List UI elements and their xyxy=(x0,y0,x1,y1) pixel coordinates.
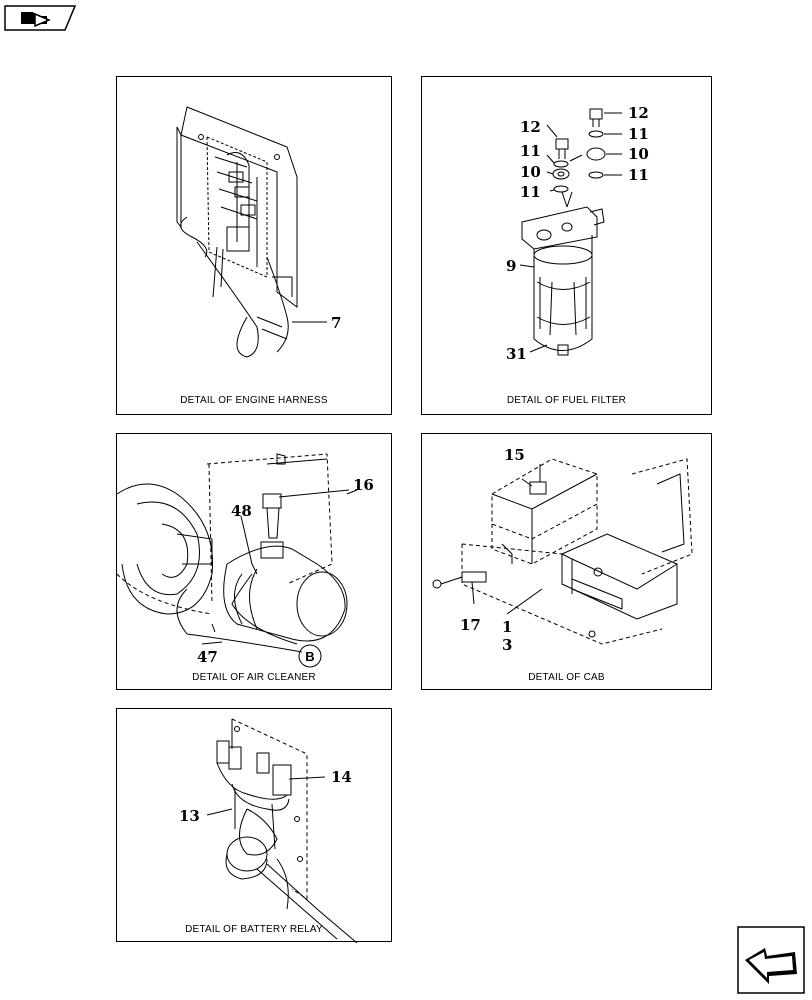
callout-7: 7 xyxy=(331,314,341,332)
callout-47: 47 xyxy=(197,648,218,666)
caption-battery-relay: DETAIL OF BATTERY RELAY xyxy=(185,924,323,935)
callout-13: 13 xyxy=(179,807,200,825)
callout-10-right: 10 xyxy=(628,145,649,163)
connector-b-label: B xyxy=(305,649,314,664)
callout-11-lower-left: 11 xyxy=(520,183,541,201)
caption-cab: DETAIL OF CAB xyxy=(528,672,605,683)
callout-17: 17 xyxy=(460,616,481,634)
callout-14: 14 xyxy=(331,768,352,786)
callout-16: 16 xyxy=(353,476,374,494)
callout-15: 15 xyxy=(504,446,525,464)
caption-fuel-filter: DETAIL OF FUEL FILTER xyxy=(506,395,627,406)
engine-harness-drawing: 7 xyxy=(176,106,341,358)
fuel-filter-drawing: 12 12 11 11 10 10 11 11 9 31 xyxy=(506,104,649,363)
callout-12-right: 12 xyxy=(628,104,649,122)
callout-12-left: 12 xyxy=(520,118,541,136)
callout-11-lower-right: 11 xyxy=(628,166,649,184)
book-navigation-icon[interactable] xyxy=(3,4,77,37)
callout-10-left: 10 xyxy=(520,163,541,181)
callout-9: 9 xyxy=(506,257,516,275)
caption-engine-harness: DETAIL OF ENGINE HARNESS xyxy=(180,395,328,406)
callout-48: 48 xyxy=(231,502,252,520)
callout-11-upper-right: 11 xyxy=(628,125,649,143)
next-page-arrow-icon[interactable] xyxy=(737,926,805,999)
detail-panel-air-cleaner: B 16 48 47 DETAIL OF AIR CLEANER xyxy=(116,433,392,690)
cab-drawing: 15 1 3 17 xyxy=(432,446,693,654)
battery-relay-drawing: 14 13 xyxy=(179,718,358,943)
callout-3: 3 xyxy=(502,636,512,654)
caption-air-cleaner: DETAIL OF AIR CLEANER xyxy=(192,672,316,683)
callout-31: 31 xyxy=(506,345,527,363)
callout-11-upper-left: 11 xyxy=(520,142,541,160)
air-cleaner-drawing: B 16 48 47 xyxy=(117,453,374,668)
detail-panel-battery-relay: 14 13 DETAIL OF BATTERY RELAY xyxy=(116,708,392,943)
detail-panel-fuel-filter: 12 12 11 11 10 10 11 11 9 31 DETAIL OF F… xyxy=(421,76,712,415)
detail-panel-engine-harness: 7 DETAIL OF ENGINE HARNESS xyxy=(116,76,392,415)
callout-1: 1 xyxy=(502,618,512,636)
detail-panel-cab: 15 1 3 17 DETAIL OF CAB xyxy=(421,433,712,690)
